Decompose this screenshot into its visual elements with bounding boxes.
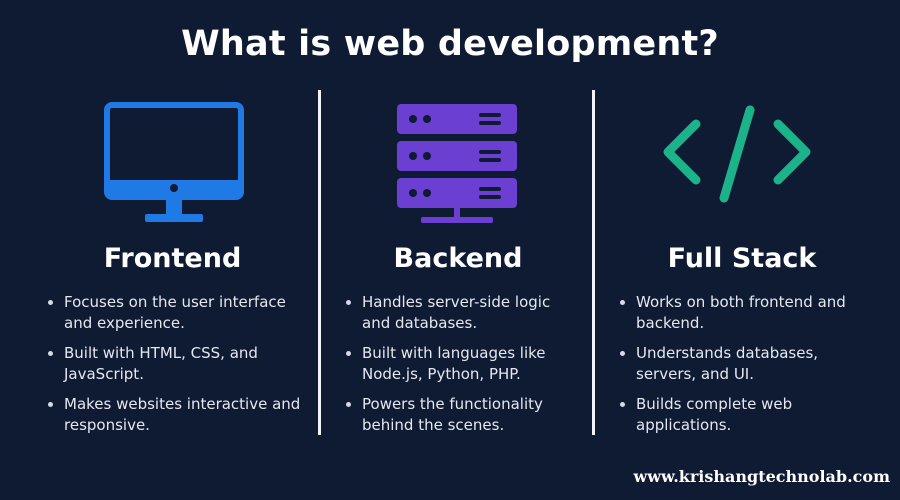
- list-item: Understands databases, servers, and UI.: [612, 343, 872, 385]
- website-watermark: www.krishangtechnolab.com: [633, 467, 891, 486]
- list-item: Works on both frontend and backend.: [612, 292, 872, 334]
- page-title: What is web development?: [181, 24, 719, 64]
- list-item: Built with languages like Node.js, Pytho…: [338, 343, 578, 385]
- list-item: Built with HTML, CSS, and JavaScript.: [40, 343, 305, 385]
- fullstack-points: Works on both frontend and backend. Unde…: [612, 292, 872, 436]
- column-divider: [592, 90, 595, 435]
- fullstack-heading: Full Stack: [667, 243, 817, 274]
- list-item: Focuses on the user interface and experi…: [40, 292, 305, 334]
- fullstack-column: Full Stack Works on both frontend and ba…: [612, 96, 872, 445]
- monitor-icon: [104, 102, 244, 222]
- frontend-points: Focuses on the user interface and experi…: [40, 292, 305, 436]
- backend-points: Handles server-side logic and databases.…: [338, 292, 578, 436]
- list-item: Builds complete web applications.: [612, 394, 872, 436]
- list-item: Powers the functionality behind the scen…: [338, 394, 578, 436]
- frontend-heading: Frontend: [103, 243, 242, 274]
- backend-heading: Backend: [393, 243, 523, 274]
- list-item: Makes websites interactive and responsiv…: [40, 394, 305, 436]
- list-item: Handles server-side logic and databases.: [338, 292, 578, 334]
- column-divider: [318, 90, 321, 435]
- backend-column: Backend Handles server-side logic and da…: [338, 96, 578, 445]
- server-icon: [397, 104, 517, 223]
- frontend-column: Frontend Focuses on the user interface a…: [40, 96, 305, 445]
- code-icon: [663, 105, 811, 203]
